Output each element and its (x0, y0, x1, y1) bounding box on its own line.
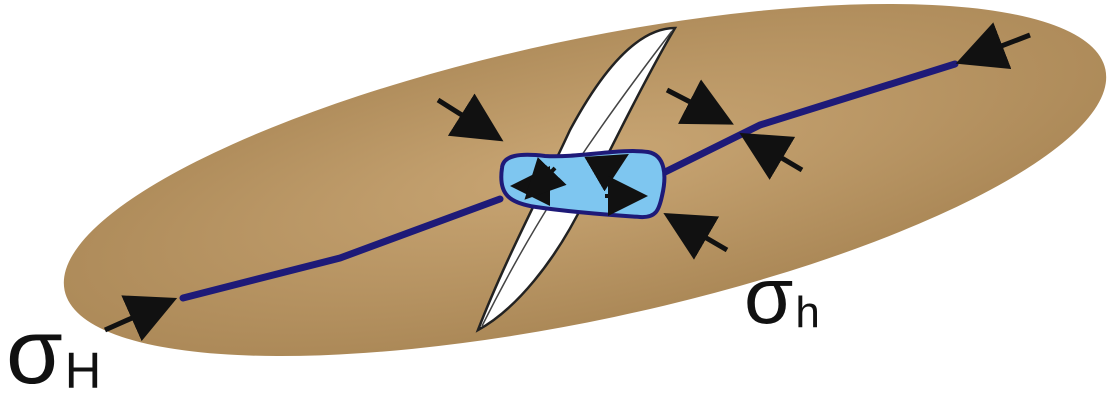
sigma-h-label: σh (744, 256, 820, 336)
sigma-h-subscript: h (795, 288, 819, 337)
sigma-H-symbol: σ (6, 301, 63, 403)
sigma-h-symbol: σ (744, 251, 793, 340)
sigma-H-subscript: H (65, 342, 102, 399)
sigma-H-label: σH (6, 306, 101, 398)
